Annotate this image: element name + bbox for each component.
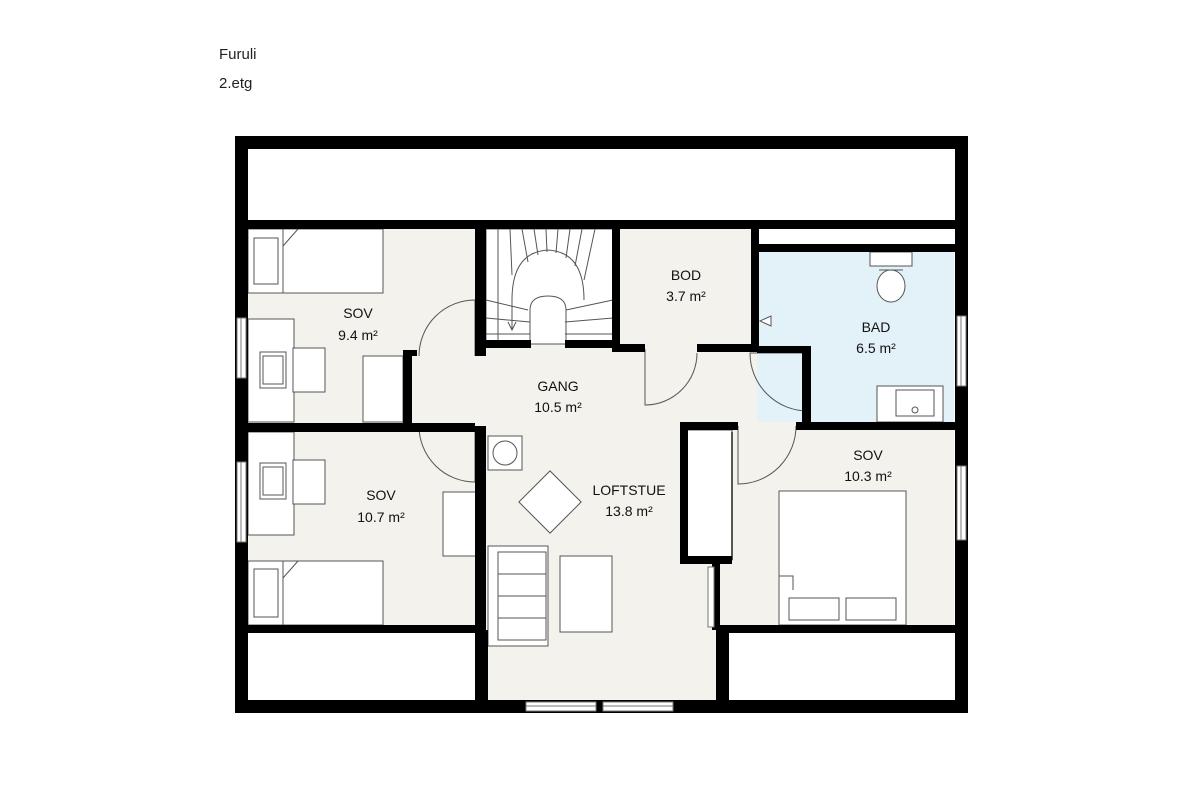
desk-chair bbox=[292, 347, 326, 393]
furniture bbox=[247, 228, 944, 647]
staircase bbox=[485, 228, 614, 345]
room-name-sov-1: SOV bbox=[343, 305, 373, 321]
wardrobe bbox=[442, 491, 482, 557]
room-name-sov-2: SOV bbox=[366, 487, 396, 503]
room-name-sov-3: SOV bbox=[853, 447, 883, 463]
toilet-bowl bbox=[876, 269, 906, 303]
desk-chair bbox=[292, 459, 326, 505]
drain-marker bbox=[758, 315, 772, 327]
outer-wall-top bbox=[235, 136, 968, 149]
room-area-sov-3: 10.3 m² bbox=[844, 468, 892, 484]
bed-pillow bbox=[788, 597, 840, 621]
room-fill-gang bbox=[410, 346, 810, 426]
room-area-sov-2: 10.7 m² bbox=[357, 509, 405, 525]
room-area-gang: 10.5 m² bbox=[534, 399, 582, 415]
toilet-tank bbox=[869, 251, 913, 267]
room-area-loftstue: 13.8 m² bbox=[605, 503, 653, 519]
closet bbox=[685, 429, 733, 561]
outer-wall-bottom bbox=[235, 700, 968, 713]
room-area-bod: 3.7 m² bbox=[666, 288, 706, 304]
room-fill-bod bbox=[618, 229, 751, 347]
bed-pillow bbox=[253, 568, 279, 618]
room-name-bod: BOD bbox=[671, 267, 701, 283]
armchair bbox=[559, 555, 613, 633]
desk-monitor bbox=[259, 351, 287, 389]
desk-monitor bbox=[259, 462, 287, 500]
walls bbox=[235, 136, 968, 713]
bed-cover-fold bbox=[282, 228, 299, 293]
room-area-bad: 6.5 m² bbox=[856, 340, 896, 356]
room-name-gang: GANG bbox=[537, 378, 578, 394]
floor-name: 2.etg bbox=[219, 75, 253, 92]
project-name: Furuli bbox=[219, 46, 257, 63]
bed-pillow bbox=[845, 597, 897, 621]
bed-pillow bbox=[253, 237, 279, 285]
door-swings bbox=[418, 299, 810, 485]
room-name-loftstue: LOFTSTUE bbox=[592, 482, 665, 498]
room-name-bad: BAD bbox=[862, 319, 891, 335]
windows bbox=[236, 315, 967, 712]
room-area-sov-1: 9.4 m² bbox=[338, 327, 378, 343]
room-labels: SOV 9.4 m² SOV 10.7 m² GANG 10.5 m² BOD … bbox=[338, 267, 896, 525]
table bbox=[518, 470, 582, 534]
window bbox=[707, 566, 715, 628]
wardrobe bbox=[362, 355, 404, 423]
